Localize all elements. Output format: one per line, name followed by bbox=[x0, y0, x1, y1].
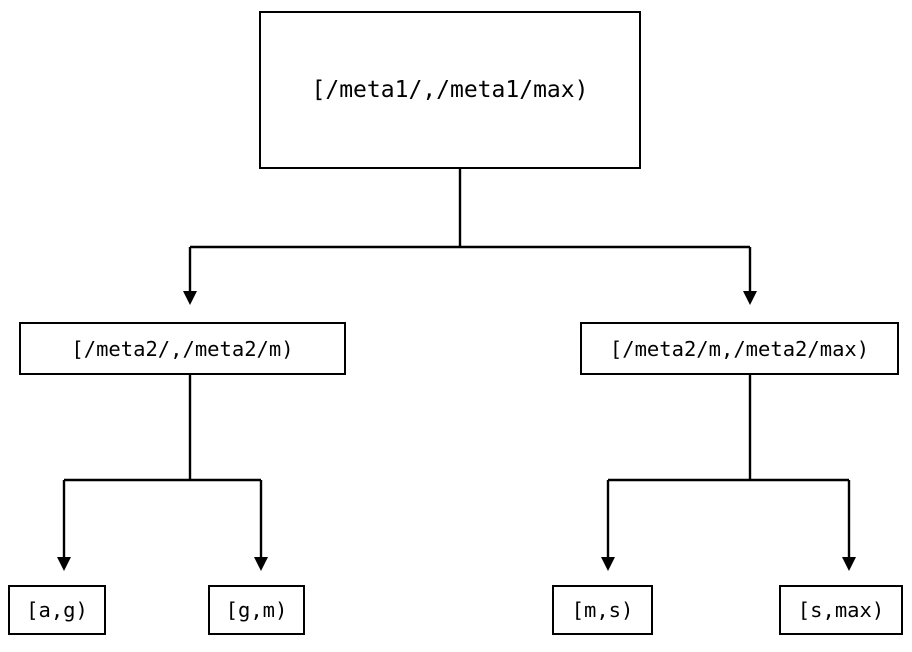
edge-mid-right-bus bbox=[606, 375, 851, 558]
node-mid-left[interactable]: [/meta2/,/meta2/m) bbox=[19, 322, 346, 375]
node-leaf-m-s[interactable]: [m,s) bbox=[552, 585, 653, 635]
arrowhead-mid-left-to-leaf-gm bbox=[254, 557, 268, 571]
arrowhead-mid-right-to-leaf-ms bbox=[601, 557, 615, 571]
edge-root-bus bbox=[188, 169, 752, 292]
node-leaf-s-max[interactable]: [s,max) bbox=[779, 585, 903, 635]
arrowhead-mid-right-to-leaf-smax bbox=[842, 557, 856, 571]
node-mid-right[interactable]: [/meta2/m,/meta2/max) bbox=[580, 322, 899, 375]
arrowhead-root-to-mid-right bbox=[743, 291, 757, 305]
arrowhead-root-to-mid-left bbox=[183, 291, 197, 305]
node-leaf-a-g[interactable]: [a,g) bbox=[8, 585, 106, 635]
arrowhead-mid-left-to-leaf-ag bbox=[57, 557, 71, 571]
node-root[interactable]: [/meta1/,/meta1/max) bbox=[259, 11, 641, 169]
edge-mid-left-bus bbox=[62, 375, 263, 558]
node-leaf-g-m[interactable]: [g,m) bbox=[208, 585, 305, 635]
